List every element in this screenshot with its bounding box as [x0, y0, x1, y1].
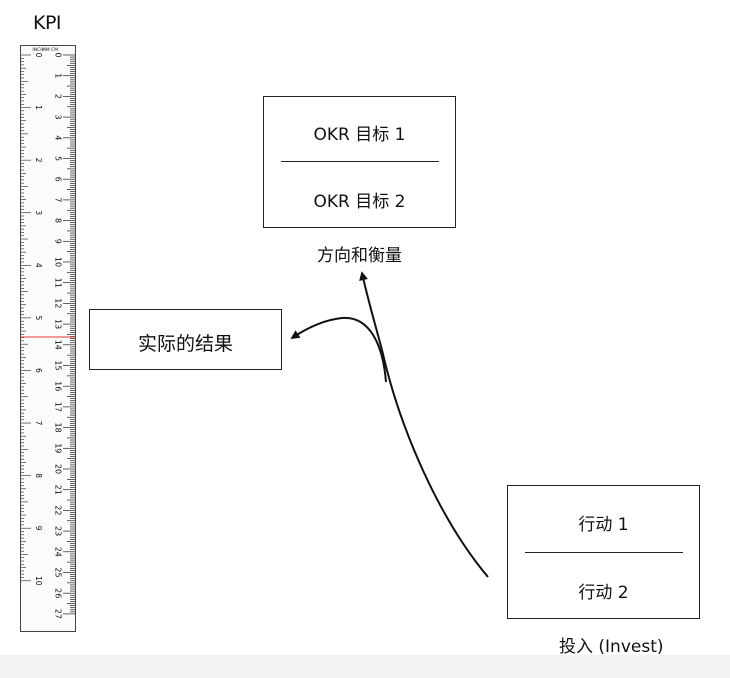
- ruler-cm-label: 26: [54, 588, 63, 598]
- ruler-unit-top: MM CM: [42, 47, 58, 53]
- ruler-cm-label: 16: [54, 381, 63, 391]
- ruler-unit-bottom: INCH: [32, 47, 43, 53]
- ruler-inch-label: 3: [34, 210, 43, 215]
- ruler-cm-label: 18: [54, 423, 63, 433]
- ruler-cm-label: 1: [54, 73, 63, 78]
- result-label: 实际的结果: [137, 333, 233, 355]
- result-box: 实际的结果: [89, 309, 282, 370]
- ruler-cm-label: 25: [54, 567, 63, 577]
- ruler-inch-label: 4: [34, 263, 43, 268]
- ruler-cm-label: 5: [54, 156, 63, 161]
- ruler-inch-label: 1: [34, 105, 43, 110]
- arrow-to-okr: [359, 271, 489, 578]
- ruler-cm-label: 3: [54, 115, 63, 120]
- bottom-band: [0, 655, 730, 678]
- ruler: MM CMINCH0123456789101112131415161718192…: [20, 45, 76, 632]
- ruler-cm-label: 0: [54, 52, 63, 57]
- action-item-2: 行动 2: [578, 583, 629, 603]
- ruler-body: [20, 45, 76, 632]
- ruler-cm-label: 24: [54, 547, 63, 557]
- action-divider: [525, 552, 683, 553]
- ruler-cm-label: 21: [54, 485, 63, 495]
- ruler-inch-label: 8: [34, 473, 43, 478]
- ruler-cm-label: 14: [54, 340, 63, 350]
- ruler-cm-label: 10: [54, 257, 63, 267]
- ruler-cm-label: 12: [54, 298, 63, 308]
- ruler-cm-label: 13: [54, 319, 63, 329]
- okr-box: OKR 目标 1 OKR 目标 2: [263, 96, 456, 228]
- ruler-cm-label: 17: [54, 402, 63, 412]
- okr-divider: [281, 161, 439, 162]
- action-box: 行动 1 行动 2: [507, 485, 700, 619]
- ruler-inch-label: 6: [34, 368, 43, 373]
- ruler-inch-label: 0: [34, 53, 43, 58]
- ruler-cm-label: 6: [54, 177, 63, 182]
- action-caption: 投入 (Invest): [559, 637, 664, 657]
- action-item-1: 行动 1: [578, 515, 629, 535]
- ruler-cm-label: 7: [54, 197, 63, 202]
- ruler-cm-label: 2: [54, 94, 63, 99]
- okr-caption: 方向和衡量: [317, 246, 402, 266]
- ruler-cm-label: 4: [54, 135, 63, 140]
- ruler-inch-label: 10: [34, 576, 43, 586]
- okr-item-2: OKR 目标 2: [313, 192, 406, 212]
- ruler-cm-label: 19: [54, 443, 63, 453]
- arrow-to-result: [290, 316, 387, 383]
- ruler-cm-label: 20: [54, 464, 63, 474]
- ruler-cm-label: 9: [54, 239, 63, 244]
- ruler-cm-label: 23: [54, 526, 63, 536]
- ruler-cm-label: 15: [54, 360, 63, 370]
- ruler-inch-label: 7: [34, 421, 43, 426]
- ruler-inch-label: 2: [34, 158, 43, 163]
- ruler-cm-label: 27: [54, 609, 63, 619]
- kpi-title: KPI: [33, 12, 62, 34]
- ruler-inch-label: 5: [34, 315, 43, 320]
- ruler-cm-label: 11: [54, 278, 63, 288]
- ruler-inch-label: 9: [34, 526, 43, 531]
- ruler-cm-label: 8: [54, 218, 63, 223]
- ruler-cm-label: 22: [54, 505, 63, 515]
- okr-item-1: OKR 目标 1: [313, 125, 406, 145]
